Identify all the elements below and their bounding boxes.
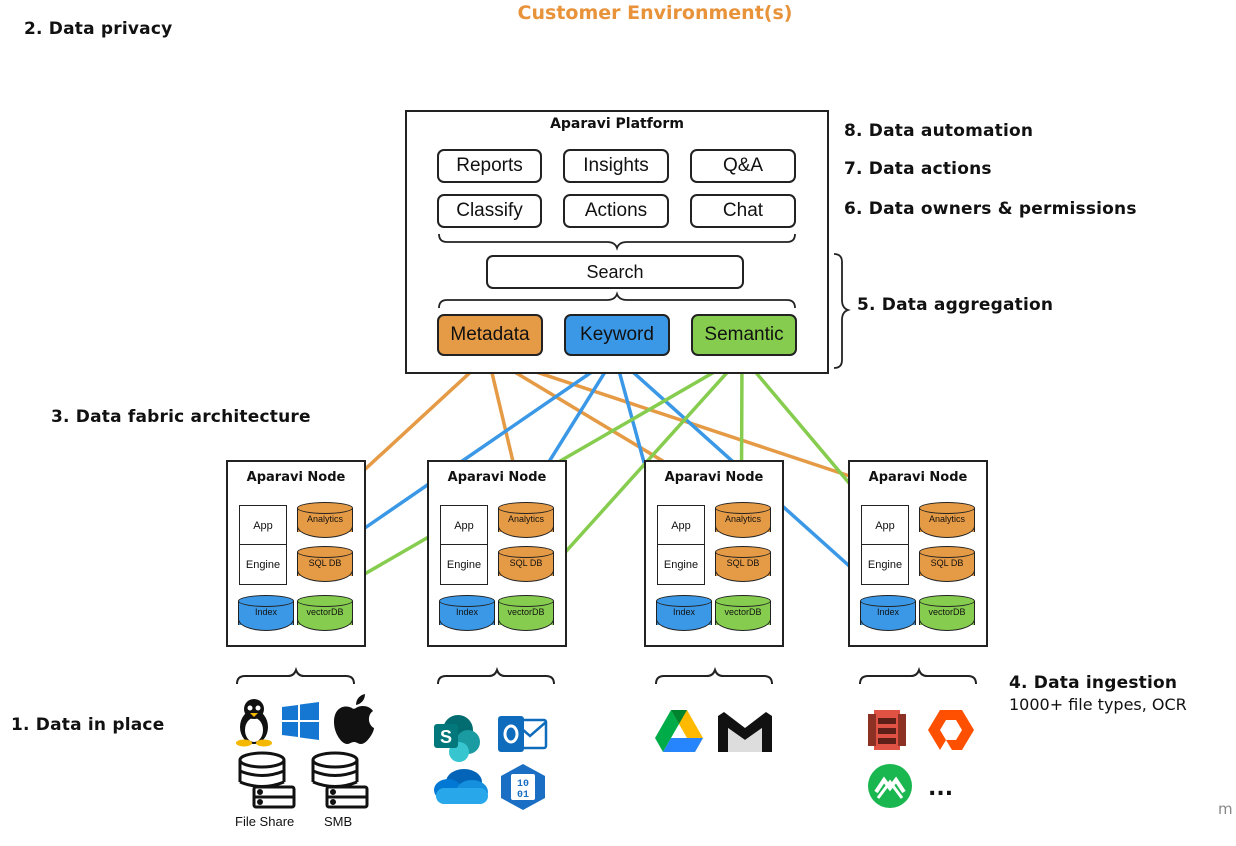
index-db: Index — [860, 595, 916, 631]
reports-box: Reports — [437, 149, 542, 183]
analytics-db: Analytics — [498, 502, 554, 538]
pure-storage-icon — [928, 710, 974, 750]
chat-box: Chat — [690, 194, 796, 228]
app-cell: App — [657, 505, 705, 546]
label-data-in-place: 1. Data in place — [11, 715, 165, 735]
index-db: Index — [656, 595, 712, 631]
app-cell: App — [861, 505, 909, 546]
platform-braces — [438, 233, 796, 309]
sql-db: SQL DB — [498, 546, 554, 582]
file-share-label: File Share — [235, 814, 295, 829]
analytics-db: Analytics — [919, 502, 975, 538]
aparavi-platform-box: Aparavi Platform Reports Insights Q&A Cl… — [405, 110, 829, 374]
sharepoint-icon: S — [434, 715, 480, 762]
search-box: Search — [486, 255, 744, 289]
vector-db: vectorDB — [297, 595, 353, 631]
label-data-actions: 7. Data actions — [844, 159, 992, 179]
node-title: Aparavi Node — [447, 470, 547, 485]
analytics-db: Analytics — [715, 502, 771, 538]
app-cell: App — [440, 505, 488, 546]
metadata-box: Metadata — [437, 314, 543, 356]
label-data-owners: 6. Data owners & permissions — [844, 199, 1137, 219]
label-data-aggregation: 5. Data aggregation — [857, 295, 1054, 315]
label-data-automation: 8. Data automation — [844, 121, 1034, 141]
platform-title: Aparavi Platform — [550, 116, 684, 132]
watermark: m — [1218, 800, 1233, 818]
smb-label: SMB — [324, 814, 353, 829]
qa-box: Q&A — [690, 149, 796, 183]
keyword-box: Keyword — [564, 314, 670, 356]
vector-db: vectorDB — [715, 595, 771, 631]
azure-blob-icon: 10 01 — [501, 764, 545, 810]
classify-box: Classify — [437, 194, 542, 228]
analytics-db: Analytics — [297, 502, 353, 538]
app-cell: App — [239, 505, 287, 546]
apple-icon — [334, 694, 374, 744]
svg-text:01: 01 — [517, 790, 529, 801]
node-title: Aparavi Node — [664, 470, 764, 485]
page-title: Customer Environment(s) — [517, 2, 793, 24]
vector-db: vectorDB — [919, 595, 975, 631]
database-server-icon — [238, 751, 296, 809]
linux-icon — [236, 699, 272, 747]
actions-box: Actions — [563, 194, 669, 228]
sql-db: SQL DB — [919, 546, 975, 582]
label-data-privacy: 2. Data privacy — [24, 19, 173, 39]
engine-cell: Engine — [657, 544, 705, 585]
vector-db: vectorDB — [498, 595, 554, 631]
sql-db: SQL DB — [297, 546, 353, 582]
svg-text:10: 10 — [517, 779, 529, 790]
label-data-fabric: 3. Data fabric architecture — [51, 407, 311, 427]
sql-db: SQL DB — [715, 546, 771, 582]
wasabi-icon — [868, 764, 912, 808]
label-data-ingestion: 4. Data ingestion — [1009, 673, 1178, 693]
engine-cell: Engine — [239, 544, 287, 585]
engine-cell: Engine — [440, 544, 488, 585]
node-title: Aparavi Node — [868, 470, 968, 485]
svg-text:S: S — [440, 727, 452, 747]
label-ingestion-sub: 1000+ file types, OCR — [1009, 695, 1187, 714]
gmail-icon — [718, 712, 772, 752]
insights-box: Insights — [563, 149, 669, 183]
outlook-icon — [498, 716, 548, 752]
windows-icon — [282, 702, 319, 740]
onedrive-icon — [434, 769, 488, 804]
engine-cell: Engine — [861, 544, 909, 585]
index-db: Index — [439, 595, 495, 631]
semantic-box: Semantic — [691, 314, 797, 356]
node-title: Aparavi Node — [246, 470, 346, 485]
more-sources: ... — [928, 776, 954, 801]
google-drive-icon — [655, 710, 703, 752]
index-db: Index — [238, 595, 294, 631]
database-server-icon — [311, 751, 369, 809]
aws-s3-icon — [868, 710, 906, 750]
